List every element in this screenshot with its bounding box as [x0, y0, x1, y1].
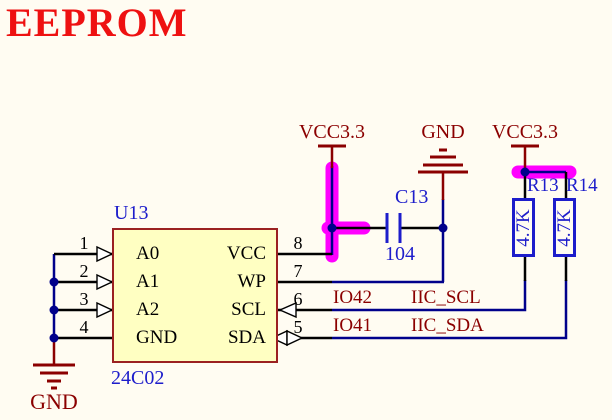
- pin-name-gnd: GND: [136, 327, 178, 348]
- pin-name-a2: A2: [136, 299, 160, 320]
- pin-number-4: 4: [79, 317, 89, 337]
- pin-name-sda: SDA: [227, 327, 266, 348]
- resistor-r13-refdes[interactable]: R13: [527, 175, 559, 196]
- net-label-iic-scl[interactable]: IIC_SCL: [411, 287, 481, 308]
- capacitor-value[interactable]: 104: [385, 243, 415, 265]
- power-symbols[interactable]: [33, 144, 539, 390]
- power-label-gnd-top[interactable]: GND: [421, 121, 465, 143]
- junction-dot: [49, 167, 530, 343]
- resistor-r13-value: 4.7K: [512, 208, 534, 247]
- pin-number-2: 2: [79, 261, 89, 281]
- resistor-r14-body[interactable]: 4.7K: [553, 198, 576, 257]
- pin-number-6: 6: [293, 289, 303, 309]
- pin-number-5: 5: [293, 317, 303, 337]
- pin-name-vcc: VCC: [226, 243, 266, 264]
- bidirectional-arrow-icon: [270, 329, 304, 347]
- net-label-iic-sda[interactable]: IIC_SDA: [411, 315, 484, 336]
- pin-number-7: 7: [293, 261, 303, 281]
- pin-number-1: 1: [79, 233, 89, 253]
- resistor-r13-body[interactable]: 4.7K: [512, 198, 535, 257]
- resistor-r14-value: 4.7K: [553, 208, 575, 247]
- pin-name-scl: SCL: [231, 299, 266, 320]
- net-label-io42[interactable]: IO42: [333, 287, 373, 308]
- ground-icon: [418, 148, 468, 200]
- pin-number-8: 8: [293, 233, 303, 253]
- pin-name-wp: WP: [237, 271, 267, 292]
- pin-number-3: 3: [79, 289, 89, 309]
- power-label-gnd-bottom[interactable]: GND: [30, 389, 78, 414]
- pin-name-a0: A0: [136, 243, 160, 264]
- resistor-r14-refdes[interactable]: R14: [566, 175, 598, 196]
- ground-icon: [33, 338, 75, 390]
- eeprom-chip-body[interactable]: [112, 228, 278, 363]
- power-label-vcc-left[interactable]: VCC3.3: [298, 121, 366, 143]
- page-title: EEPROM: [6, 0, 188, 45]
- net-wires[interactable]: [52, 166, 568, 340]
- power-label-vcc-right[interactable]: VCC3.3: [491, 121, 559, 143]
- vcc-power-icon: [318, 144, 346, 168]
- pin-name-a1: A1: [136, 271, 160, 292]
- capacitor-refdes[interactable]: C13: [395, 186, 429, 208]
- chip-refdes[interactable]: U13: [114, 202, 149, 224]
- input-arrow-icon: [96, 245, 297, 319]
- capacitor-symbol[interactable]: [385, 213, 402, 243]
- chip-part-number[interactable]: 24C02: [111, 367, 165, 389]
- net-label-io41[interactable]: IO41: [333, 315, 373, 336]
